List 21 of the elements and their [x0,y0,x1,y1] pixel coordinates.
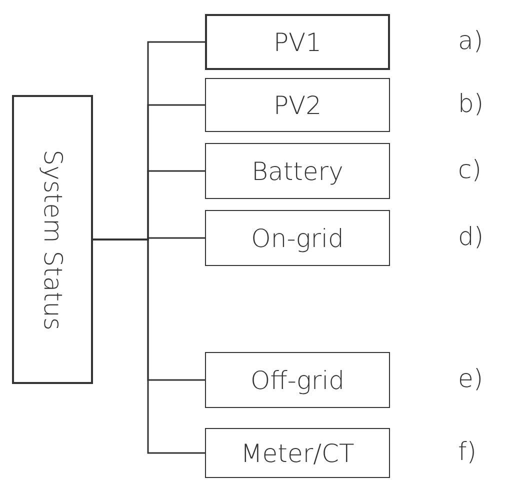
connector-line [93,238,205,454]
menu-item-box [205,352,390,408]
item-label: Battery [252,156,344,186]
menu-item-box [205,210,390,266]
item-letter: d) [458,222,484,251]
item-letter: f) [458,437,477,466]
item-letter: c) [458,155,482,184]
item-letter: e) [458,364,484,393]
status-box [12,95,93,384]
item-letter: b) [458,89,484,118]
menu-item-box [205,143,390,199]
menu-item-box [205,78,390,132]
item-label: PV1 [273,28,322,56]
item-label: System Status [38,149,67,330]
item-label: Meter/CT [240,438,354,468]
menu-item-box [205,14,390,70]
menu-item-box [205,428,390,478]
item-label: Off-grid [250,366,345,394]
item-letter: a) [458,26,484,55]
item-label: On-grid [251,224,344,252]
item-label: PV2 [273,90,322,120]
